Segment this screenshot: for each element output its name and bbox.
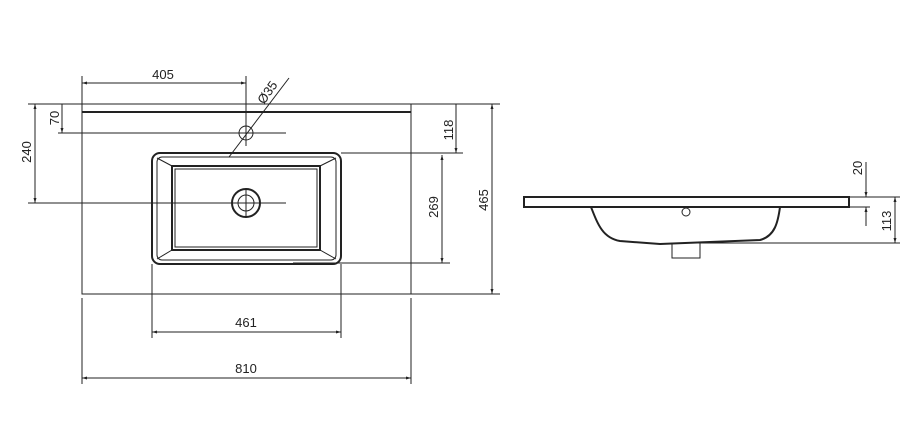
side-view: 20 113	[523, 161, 900, 259]
dim-tap-offset: 405	[152, 67, 174, 82]
dim-drain-depth: 240	[19, 141, 34, 163]
dim-slab-thickness: 20	[850, 161, 865, 175]
dim-basin-top: 118	[441, 120, 456, 141]
plan-view: 405 Ø35 70 240 118 269 465 461 810	[19, 67, 500, 384]
basin-bowl-profile	[590, 206, 781, 246]
basin-outline	[151, 152, 342, 265]
dim-basin-width: 461	[235, 315, 257, 330]
dim-tap-depth: 70	[47, 111, 62, 125]
countertop-slab	[523, 196, 850, 208]
drain-outlet	[671, 242, 701, 259]
dim-total-depth: 465	[476, 189, 491, 211]
drain	[28, 188, 286, 218]
dim-leader-diameter	[228, 77, 290, 158]
dim-total-height: 113	[879, 211, 894, 232]
dim-total-width: 810	[235, 361, 257, 376]
dim-tap-diameter: Ø35	[254, 78, 280, 107]
dim-basin-depth: 269	[426, 196, 441, 218]
overflow-hole	[681, 207, 691, 217]
